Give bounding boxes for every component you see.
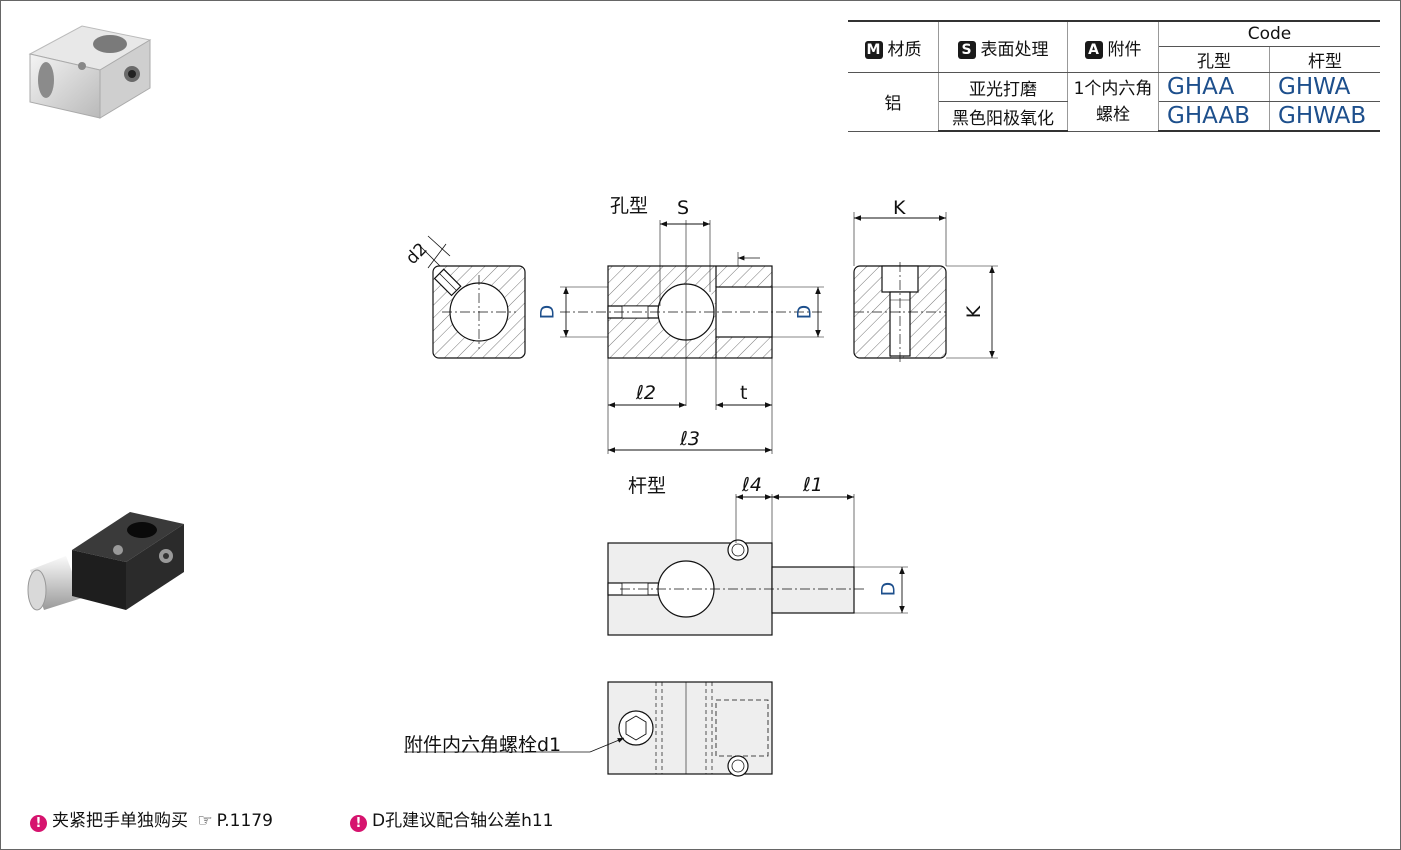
note1-text: 夹紧把手单独购买 [52,811,188,831]
material-value: 铝 [848,72,939,132]
dim-d-left-label: D [536,304,559,320]
left-section-view [417,235,526,359]
material-badge-icon: M [864,40,883,59]
right-side-view [853,212,998,362]
dim-d-right-label: D [793,304,816,320]
code-rod-2: GHWAB [1269,101,1380,132]
bolt-callout: 附件内六角螺栓d1 [404,734,562,756]
rod-type-title: 杆型 [628,475,667,497]
accessory-header: 附件 [1107,39,1142,60]
info-pin-icon: ! [30,815,47,832]
photo-black-clamp [27,512,184,611]
accessory-badge-icon: A [1084,40,1103,59]
hole-type-title: 孔型 [610,195,649,217]
note-handle-separate: ! 夹紧把手单独购买 ☞P.1179 [30,806,273,832]
material-header: 材质 [887,39,922,60]
dim-k-top-label: K [893,197,906,219]
accessory-value-line2: 螺栓 [1096,104,1130,125]
dim-t-label: t [740,382,748,404]
dim-l2-label: ℓ2 [636,382,656,404]
code-header: Code [1158,20,1380,47]
front-hole-view [560,220,824,454]
code-hole-1: GHAA [1158,72,1270,102]
rod-type-header: 杆型 [1269,46,1380,73]
rod-top-view [404,681,773,777]
accessory-value-line1: 1个内六角 [1073,78,1153,99]
surface-header: 表面处理 [980,39,1049,60]
dim-l4-label: ℓ4 [742,474,762,496]
pointing-hand-icon: ☞ [197,811,213,831]
code-rod-1: GHWA [1269,72,1380,102]
hole-type-header: 孔型 [1158,46,1270,73]
accessory-value-cell: 1个内六角 螺栓 [1067,72,1159,132]
dim-k-side-label: K [963,305,986,319]
surface-badge-icon: S [957,40,976,59]
dim-l3-label: ℓ3 [680,428,700,450]
surface-value-1: 亚光打磨 [938,72,1068,102]
info-pin-icon: ! [350,815,367,832]
surface-value-2: 黑色阳极氧化 [938,101,1068,132]
code-hole-2: GHAAB [1158,101,1270,132]
photo-silver-clamp [28,25,152,119]
note-shaft-tolerance: ! D孔建议配合轴公差h11 [350,806,554,832]
dim-s-label: S [677,197,690,219]
dim-d-rod-label: D [877,581,900,597]
note2-text: D孔建议配合轴公差h11 [372,811,554,831]
dim-l1-label: ℓ1 [803,474,823,496]
note1-page-ref[interactable]: P.1179 [216,811,273,831]
rod-front-view [607,494,908,636]
